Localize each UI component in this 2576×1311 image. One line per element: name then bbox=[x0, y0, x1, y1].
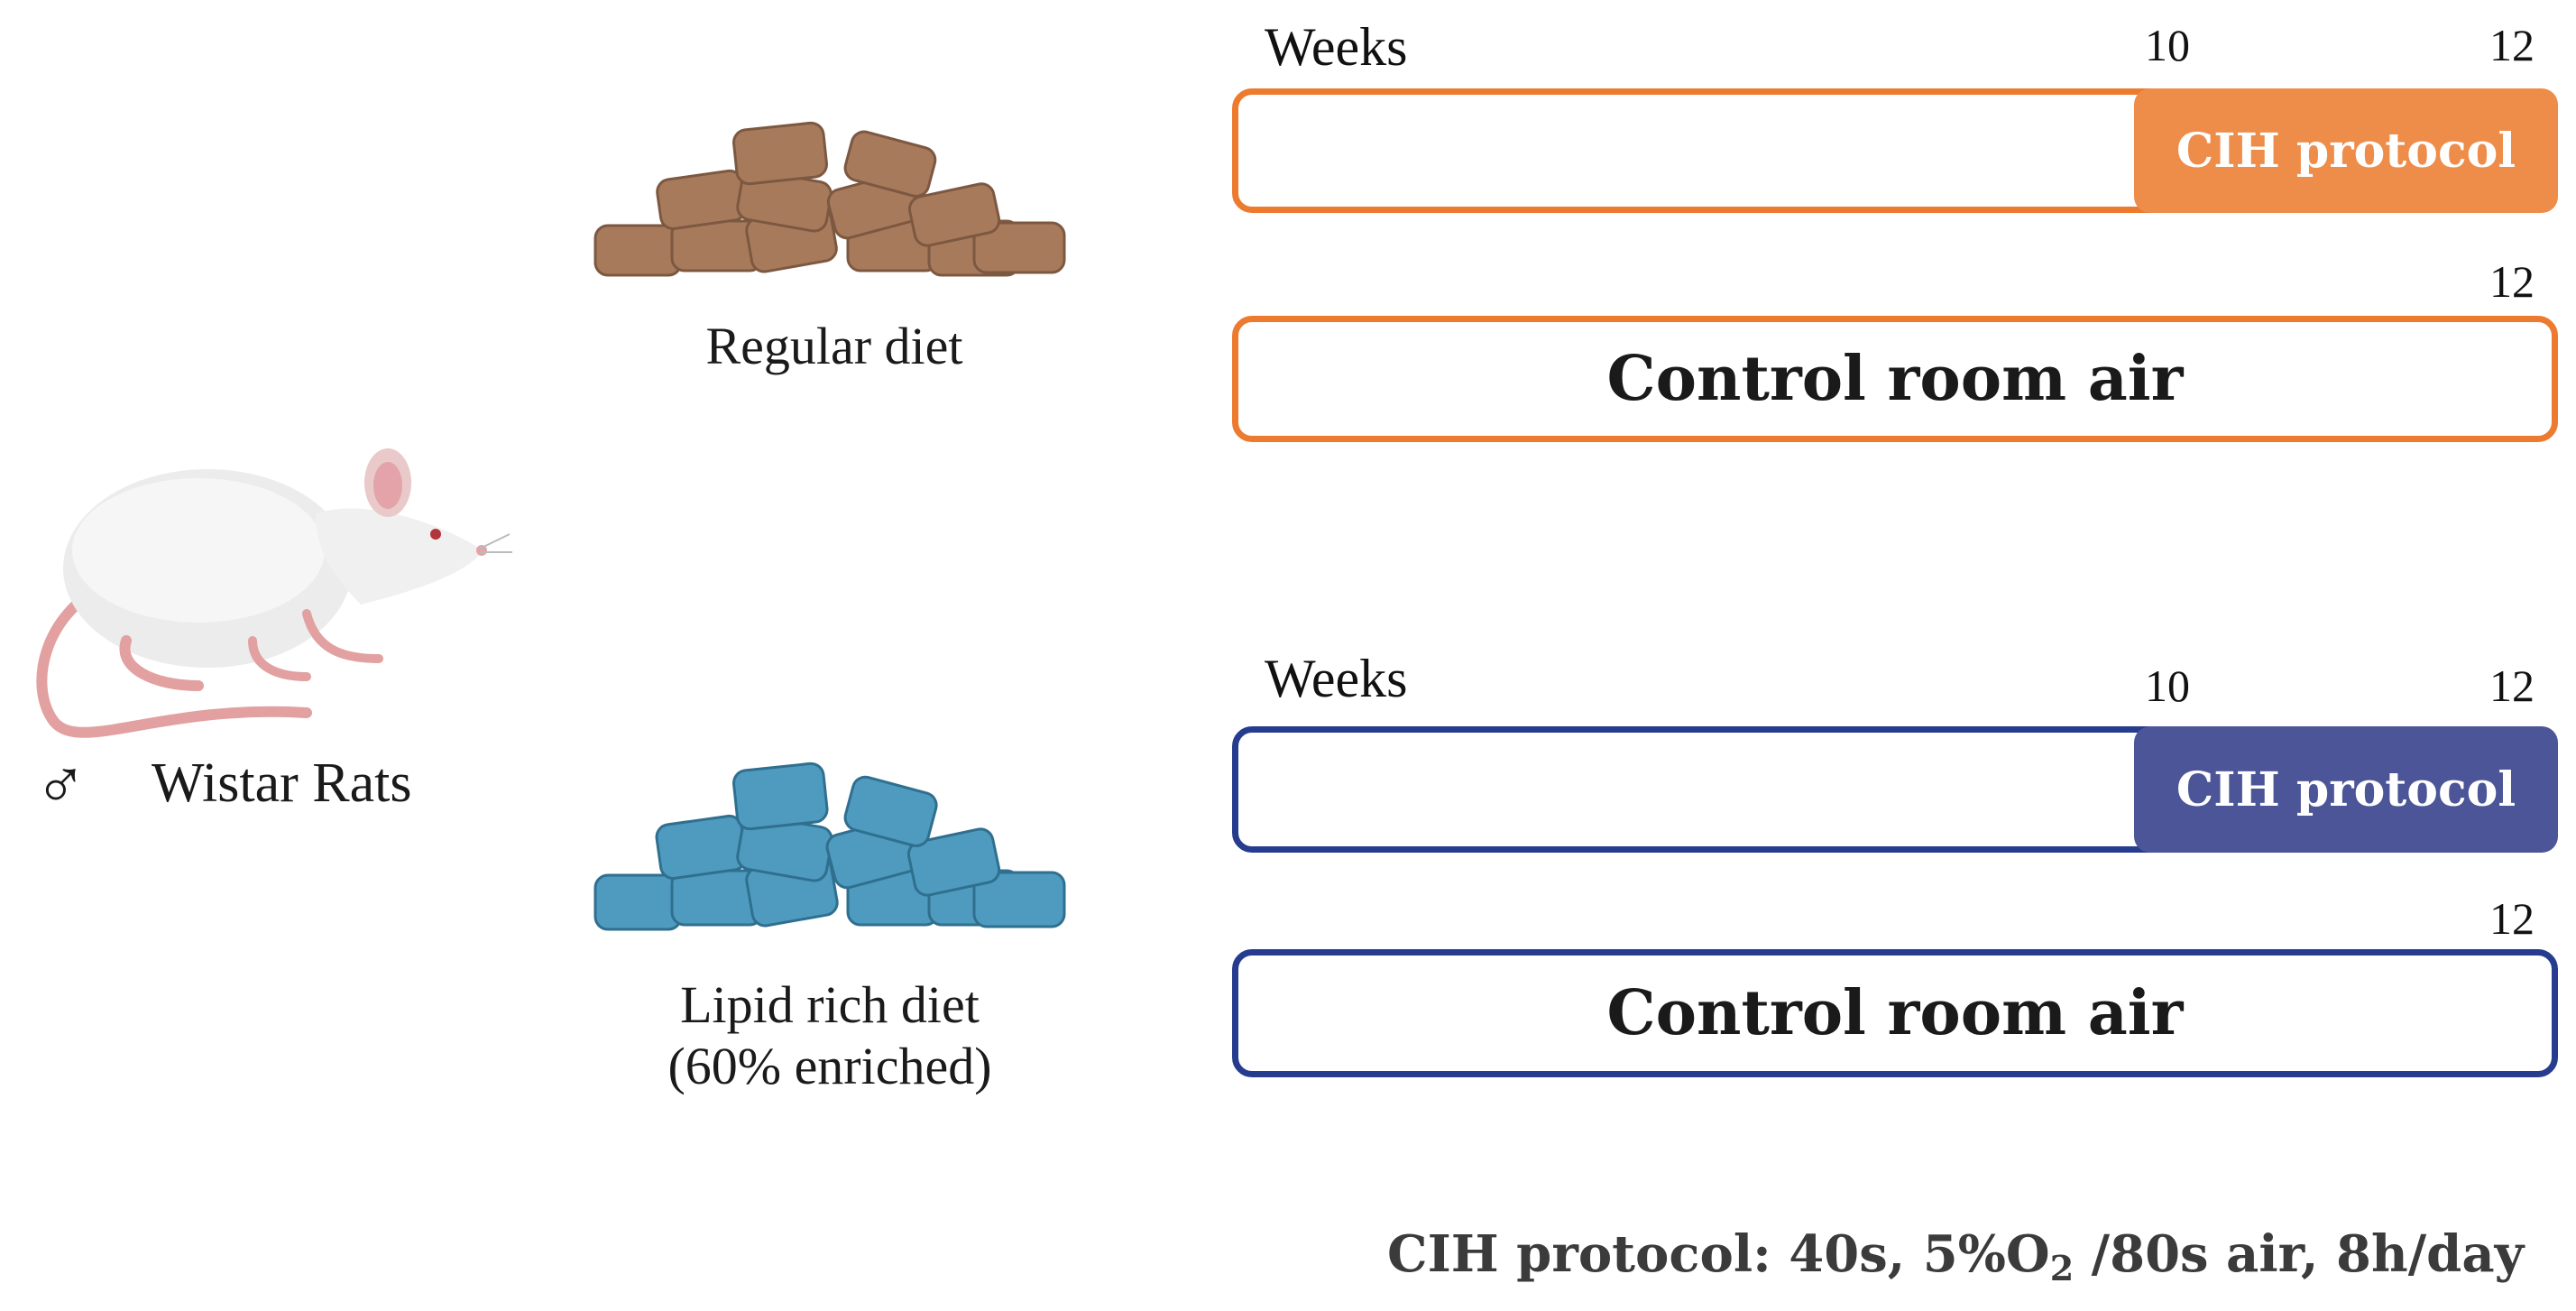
lipid-cih-protocol-block: CIH protocol bbox=[2134, 726, 2558, 853]
regular-diet-label: Regular diet bbox=[705, 317, 963, 375]
lipid-control-bar: Control room air bbox=[1232, 949, 2558, 1077]
lipid-control-tick-12: 12 bbox=[2489, 893, 2535, 944]
male-symbol-icon: ♂ bbox=[34, 745, 87, 824]
regular-control-bar: Control room air bbox=[1232, 316, 2558, 442]
footnote-prefix: CIH protocol: 40s, 5% bbox=[1387, 1224, 2006, 1284]
cih-protocol-footnote: CIH protocol: 40s, 5%O2 /80s air, 8h/day bbox=[1387, 1225, 2524, 1297]
footnote-o2-subscript: 2 bbox=[2049, 1248, 2075, 1288]
lipid-diet-label-line1: Lipid rich diet bbox=[680, 975, 980, 1034]
regular-control-label: Control room air bbox=[1606, 343, 2184, 415]
regular-tick-12: 12 bbox=[2489, 20, 2535, 70]
regular-tick-10: 10 bbox=[2145, 20, 2190, 70]
lipid-control-label: Control room air bbox=[1606, 977, 2184, 1049]
footnote-suffix: /80s air, 8h/day bbox=[2074, 1224, 2525, 1284]
wistar-rats-label: Wistar Rats bbox=[152, 752, 412, 814]
lipid-tick-10: 10 bbox=[2145, 660, 2190, 711]
lipid-diet-pellets-icon bbox=[593, 762, 1066, 931]
regular-control-tick-12: 12 bbox=[2489, 256, 2535, 307]
regular-diet-pellets-icon bbox=[593, 121, 1066, 277]
regular-cih-protocol-block: CIH protocol bbox=[2134, 88, 2558, 213]
lipid-weeks-label: Weeks bbox=[1265, 649, 1408, 708]
footnote-o2: O bbox=[2005, 1224, 2050, 1284]
lipid-tick-12: 12 bbox=[2489, 660, 2535, 711]
lipid-diet-label: Lipid rich diet (60% enriched) bbox=[613, 974, 1046, 1097]
rat-illustration bbox=[36, 448, 512, 738]
lipid-diet-label-line2: (60% enriched) bbox=[667, 1037, 992, 1095]
regular-weeks-label: Weeks bbox=[1265, 17, 1408, 77]
